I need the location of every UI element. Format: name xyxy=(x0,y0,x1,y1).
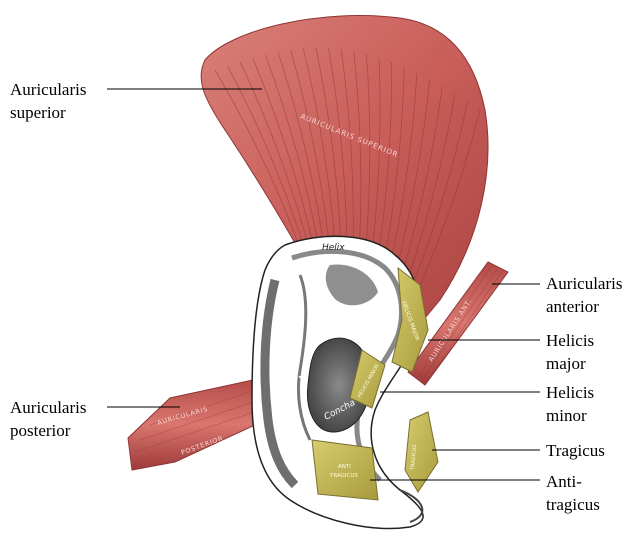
auricularis-posterior-muscle: AURICULARIS POSTERIOR xyxy=(128,378,270,470)
antitragicus-figure-label-1: ANTI xyxy=(338,464,351,470)
label-helicis-major: Helicis major xyxy=(546,329,594,375)
label-tragicus: Tragicus xyxy=(546,439,605,462)
label-antitragicus: Anti- tragicus xyxy=(546,470,600,516)
label-auricularis-anterior: Auricularis anterior xyxy=(546,272,622,318)
label-auricularis-superior: Auricularis superior xyxy=(10,78,86,124)
label-auricularis-posterior: Auricularis posterior xyxy=(10,396,86,442)
label-helicis-minor: Helicis minor xyxy=(546,381,594,427)
antitragicus-figure-label-2: TRAGICUS xyxy=(329,473,358,479)
helix-figure-label: Helix xyxy=(322,243,345,253)
antitragicus-muscle: ANTI TRAGICUS xyxy=(312,440,378,500)
